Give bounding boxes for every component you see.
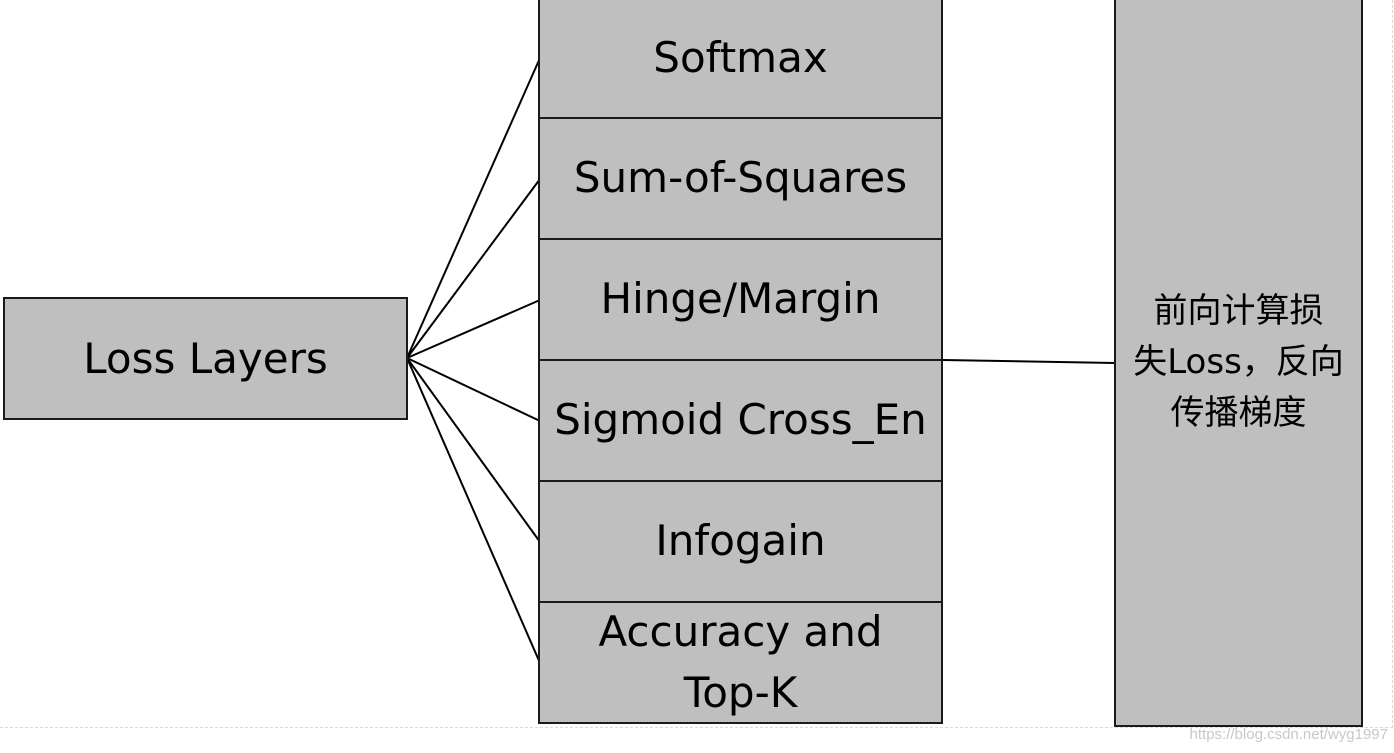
loss-type-label: Sum-of-Squares [573, 153, 908, 203]
loss-type-sum-of-squares: Sum-of-Squares [538, 117, 943, 240]
connector-line-side-note [942, 359, 1116, 364]
connector-line-6 [406, 357, 541, 664]
connector-line-5 [406, 357, 541, 543]
loss-type-stack: Softmax Sum-of-Squares Hinge/Margin Sigm… [538, 0, 943, 724]
loss-type-label: Hinge/Margin [600, 274, 881, 324]
side-note-line-3: 传播梯度 [1170, 392, 1307, 433]
connector-line-2 [406, 178, 541, 359]
loss-type-hinge-margin: Hinge/Margin [538, 238, 943, 361]
loss-type-accuracy-top-k: Accuracy and Top-K [538, 601, 943, 724]
loss-type-label-line-2: Top-K [683, 667, 798, 717]
root-node-label: Loss Layers [83, 334, 328, 383]
side-note-line-2: 失Loss，反向 [1133, 341, 1344, 382]
connector-line-1 [406, 57, 541, 359]
loss-type-label-line-1: Accuracy and [598, 606, 883, 656]
connector-line-3 [406, 299, 541, 359]
side-note-forward-backward: 前向计算损 失Loss，反向 传播梯度 [1114, 0, 1363, 727]
watermark: https://blog.csdn.net/wyg1997 [1189, 726, 1388, 743]
loss-type-label: Sigmoid Cross_En [554, 395, 927, 445]
connector-line-4 [406, 357, 541, 422]
loss-type-infogain: Infogain [538, 480, 943, 603]
loss-type-sigmoid-cross-entropy: Sigmoid Cross_En [538, 359, 943, 482]
root-node-loss-layers: Loss Layers [3, 297, 408, 420]
loss-type-label: Infogain [655, 516, 826, 566]
loss-type-softmax: Softmax [538, 0, 943, 119]
loss-type-label: Softmax [653, 32, 828, 82]
side-note-line-1: 前向计算损 [1153, 290, 1324, 331]
